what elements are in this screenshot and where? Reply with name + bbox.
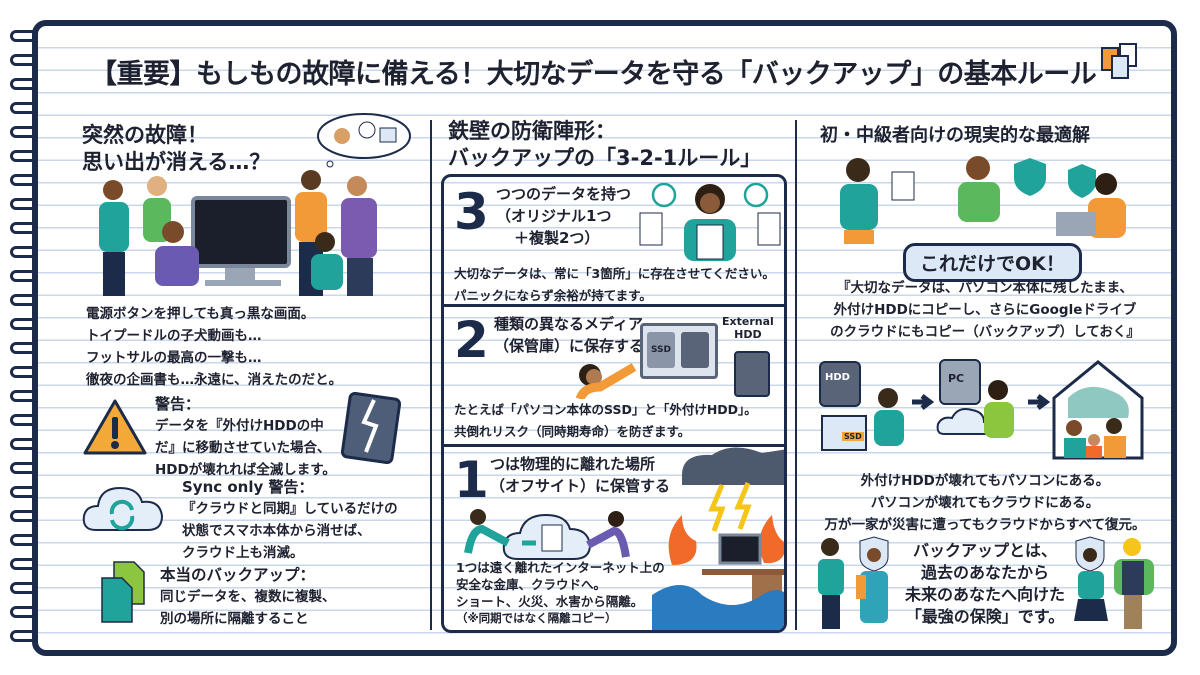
ssd-label: SSD — [647, 332, 675, 368]
documents-icon — [1098, 42, 1142, 80]
ssd-label: SSD — [842, 432, 864, 441]
ok-badge: これだけでOK！ — [903, 243, 1082, 282]
backup-flow-illustration — [818, 358, 1158, 472]
cloud-transfer-illustration — [458, 503, 638, 567]
people-with-devices-illustration — [818, 152, 1148, 248]
pointing-person-illustration — [574, 359, 644, 403]
cloud-sync-icon — [80, 480, 166, 540]
people-broken-computer-illustration — [85, 168, 415, 302]
right-heading: 初・中級者向けの現実的な最適解 — [820, 125, 1090, 146]
rule-1-card: 1 つは物理的に離れた場所（オフサイト）に保管する 1つは遠く離れたインターネッ… — [441, 447, 787, 633]
rule-3-card: 3 つつのデータを持つ（オリジナル1つ＋複製2つ） 大切なデータは、常に「3箇所… — [441, 174, 787, 307]
rule-number: 1 — [454, 451, 489, 509]
rule-description: 1つは遠く離れたインターネット上の安全な金庫、クラウドへ。ショート、火災、水害か… — [456, 560, 665, 625]
page-title: 【重要】もしもの故障に備える！大切なデータを守る「バックアップ」の基本ルール — [90, 59, 1097, 90]
hdd-label: HDD — [825, 372, 850, 383]
thought-bubble-illustration — [312, 110, 412, 174]
rule-description: たとえば「パソコン本体のSSD」と「外付けHDD」。共倒れリスク（同時期寿命）を… — [454, 402, 757, 439]
warning-icon — [82, 397, 148, 461]
story-text: 電源ボタンを押しても真っ黒な画面。トイプードルの子犬動画も…フットサルの最高の一… — [86, 306, 343, 388]
true-backup-text: 本当のバックアップ：同じデータを、複数に複製、別の場所に隔離すること — [160, 566, 336, 627]
rule-description: 大切なデータは、常に「3箇所」に存在させてください。パニックにならず余裕が持てま… — [454, 266, 775, 303]
rule-number: 3 — [454, 183, 489, 241]
broken-hdd-icon — [340, 391, 402, 468]
monitor-illustration: SSD — [640, 323, 718, 379]
closing-message: バックアップとは、過去のあなたから未来のあなたへ向けた「最強の保険」です。 — [904, 541, 1065, 626]
copied-files-icon — [98, 560, 148, 628]
rule-title: 種類の異なるメディア（保管庫）に保存する — [494, 315, 645, 355]
warning-text: 警告：データを『外付けHDDの中だ』に移動させていた場合、HDDが壊れれば全滅し… — [155, 395, 336, 478]
column-divider — [795, 120, 797, 630]
pc-label: PC — [948, 372, 965, 385]
disaster-illustration — [652, 447, 784, 630]
sync-warning-text: Sync only 警告：『クラウドと同期』しているだけの状態でスマホ本体から消… — [182, 478, 398, 561]
result-text: 外付けHDDが壊れてもパソコンにある。パソコンが壊れてもクラウドにある。万が一家… — [824, 473, 1146, 533]
column-divider — [430, 120, 432, 630]
middle-heading: 鉄壁の防衛陣形：バックアップの「3-2-1ルール」 — [448, 119, 762, 170]
notebook-page — [32, 20, 1177, 656]
left-people-illustration — [808, 535, 898, 634]
rule-title: つつのデータを持つ（オリジナル1つ＋複製2つ） — [496, 185, 632, 247]
right-quote: 『大切なデータは、パソコン本体に残したまま、外付けHDDにコピーし、さらにGoo… — [830, 280, 1140, 340]
left-heading: 突然の故障！思い出が消える…？ — [82, 123, 271, 174]
rule-number: 2 — [454, 311, 489, 369]
external-hdd-icon — [734, 351, 770, 397]
person-holding-document-illustration — [638, 179, 784, 265]
rule-title: つは物理的に離れた場所（オフサイト）に保管する — [490, 455, 671, 495]
spiral-binding — [10, 30, 50, 650]
right-people-illustration — [1068, 535, 1158, 634]
